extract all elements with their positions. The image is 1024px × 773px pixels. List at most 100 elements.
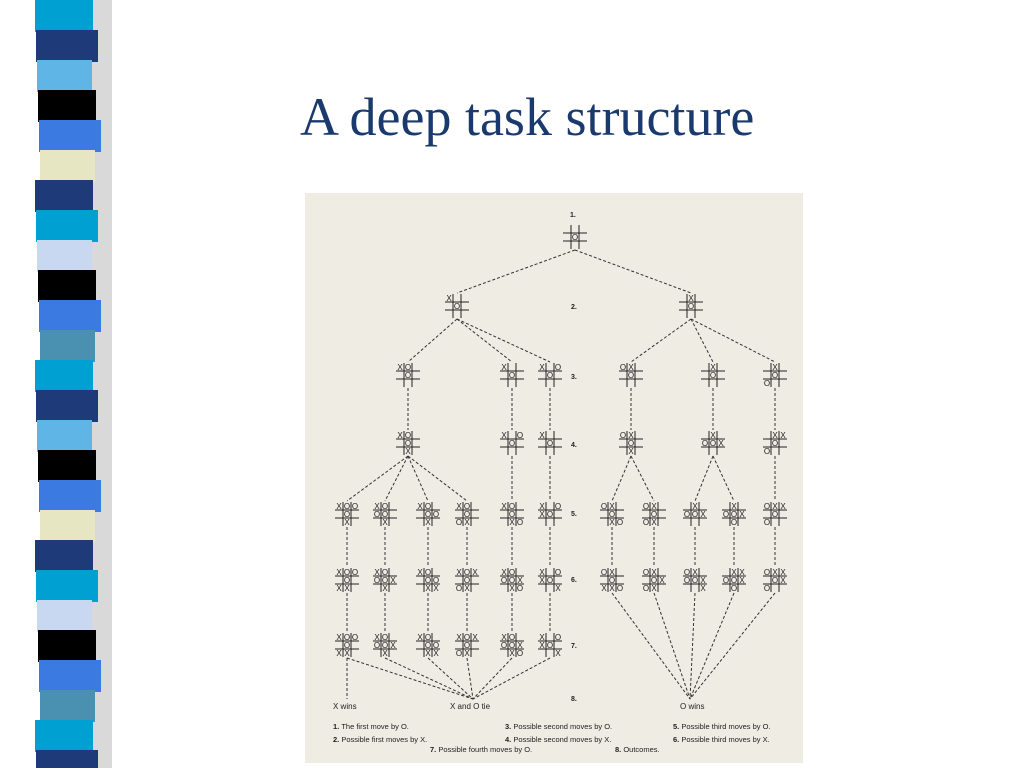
board-mark: O (433, 510, 439, 519)
board-mark: X (692, 502, 698, 511)
board-mark: X (609, 584, 615, 593)
board-mark: O (572, 233, 578, 242)
legend-item-number: 3. (505, 722, 513, 731)
board-mark: O (723, 510, 729, 519)
board-mark: X (539, 633, 545, 642)
board-mark: X (397, 431, 403, 440)
board-mark: O (509, 510, 515, 519)
level-label: 7. (571, 643, 577, 650)
board-mark: O (382, 510, 388, 519)
level-labels: 1.2.3.4.5.6.7.8. (570, 212, 577, 703)
board-mark: X (390, 576, 396, 585)
board-mark: X (710, 363, 716, 372)
board-mark: X (731, 568, 737, 577)
legend-item: 8. Outcomes. (615, 745, 660, 754)
board-mark: O (702, 439, 708, 448)
board-mark: O (464, 641, 470, 650)
board-mark: X (456, 568, 462, 577)
board-mark: O (684, 510, 690, 519)
board-mark: X (772, 502, 778, 511)
board-mark: X (739, 576, 745, 585)
tree-edges (346, 249, 776, 700)
board-mark: X (692, 568, 698, 577)
board-mark: O (517, 584, 523, 593)
board-mark: O (620, 431, 626, 440)
board-mark: X (417, 568, 423, 577)
board-mark: X (336, 649, 342, 658)
tree-edge (630, 318, 692, 363)
board-mark: X (780, 502, 786, 511)
board-mark: X (659, 576, 665, 585)
level-label: 5. (571, 511, 577, 518)
stripe-segment (40, 150, 95, 182)
legend-item-number: 4. (505, 735, 513, 744)
board-mark: O (692, 576, 698, 585)
board-mark: O (710, 439, 716, 448)
board-mark: O (547, 439, 553, 448)
legend-item-number: 8. (615, 745, 623, 754)
stripe-segment (37, 240, 92, 272)
legend-item: 1. The first move by O. (333, 722, 409, 731)
board-mark: X (700, 584, 706, 593)
board-mark: X (425, 649, 431, 658)
board-mark: O (464, 510, 470, 519)
board-mark: O (509, 568, 515, 577)
tree-edge (456, 318, 513, 363)
board-mark: O (456, 584, 462, 593)
board-mark: O (382, 576, 388, 585)
board-mark: X (772, 431, 778, 440)
board-mark: O (344, 633, 350, 642)
board-mark: O (547, 576, 553, 585)
board-mark: X (731, 502, 737, 511)
board-mark: O (731, 510, 737, 519)
outcome-labels: X wins X and O tie O wins (333, 702, 704, 711)
board-mark: O (547, 371, 553, 380)
board-mark: X (628, 447, 634, 456)
board-mark: O (620, 363, 626, 372)
tree-edge (611, 455, 632, 502)
stripe-segment (36, 390, 98, 422)
tree-edge (407, 455, 468, 502)
stripe-segment (35, 0, 93, 32)
stripe-segment (40, 690, 95, 722)
board-mark: O (464, 576, 470, 585)
board-mark: O (374, 576, 380, 585)
stripe-graphic (35, 0, 112, 773)
board-mark: X (651, 568, 657, 577)
tree-edge (407, 455, 429, 502)
stripe-segment (40, 330, 95, 362)
board-mark: X (609, 568, 615, 577)
board-mark: X (710, 431, 716, 440)
stripe-segment (37, 600, 92, 632)
board-mark: O (609, 576, 615, 585)
board-mark: X (446, 294, 452, 303)
board-mark: X (539, 568, 545, 577)
board-mark: X (464, 518, 470, 527)
board-mark: O (405, 431, 411, 440)
board-mark: X (509, 584, 515, 593)
stripe-segment (36, 30, 98, 62)
board-mark: X (382, 518, 388, 527)
tree-edge (384, 657, 474, 700)
board-mark: O (764, 379, 770, 388)
board-mark: O (352, 502, 358, 511)
board-mark: X (651, 584, 657, 593)
tree-edge (466, 657, 474, 700)
board-mark: O (464, 568, 470, 577)
board-mark: X (700, 510, 706, 519)
board-mark: O (731, 584, 737, 593)
